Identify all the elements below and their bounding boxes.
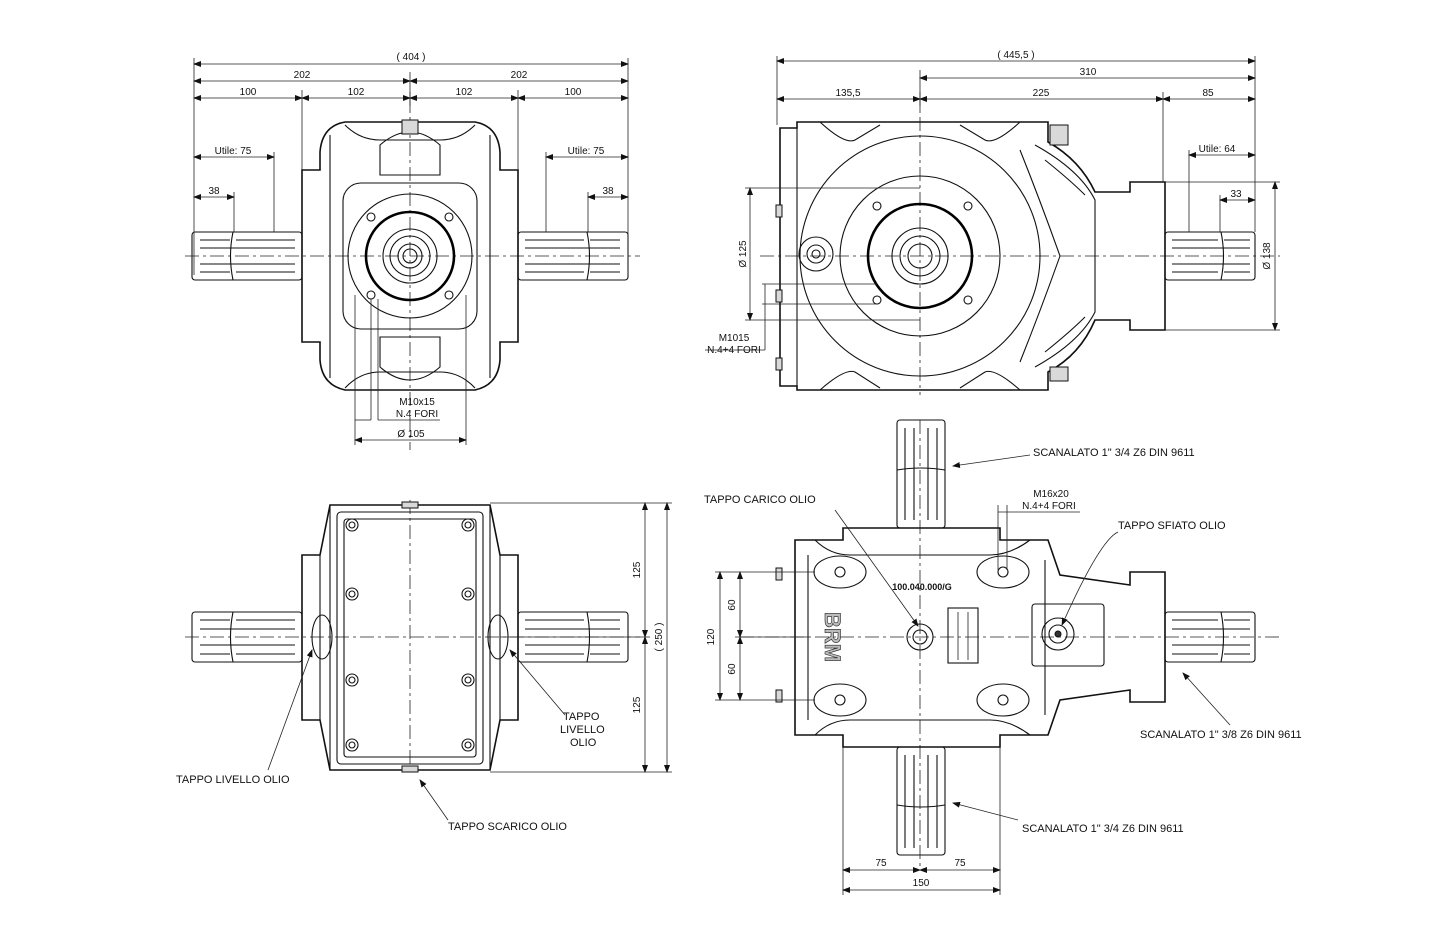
side-view: ( 445,5 ) 310 135,5 225 85 Utile: 64 33 … <box>705 50 1280 395</box>
side-shaft-dim: 85 <box>1202 88 1214 99</box>
front-holes-count: N.4 FORI <box>396 409 438 420</box>
front-overall-dim: ( 404 ) <box>397 52 426 63</box>
front-half-left-dim: 202 <box>294 70 311 81</box>
front-body-right-dim: 102 <box>456 87 473 98</box>
front-view: ( 404 ) 202 202 100 102 102 100 Utile: 7… <box>185 52 640 450</box>
bottom-overall-dim: ( 250 ) <box>654 623 665 652</box>
top-dim-120: 120 <box>706 628 717 645</box>
front-shaft-right-dim: 100 <box>565 87 582 98</box>
top-dim-75-left: 75 <box>875 858 887 869</box>
front-spline-right-dim: 38 <box>602 186 614 197</box>
front-diameter-dim: Ø 105 <box>397 429 425 440</box>
label-spline-bottom: SCANALATO 1" 3/4 Z6 DIN 9611 <box>1022 823 1184 835</box>
top-holes-count: N.4+4 FORI <box>1022 501 1076 512</box>
label-fill-plug: TAPPO CARICO OLIO <box>704 494 816 506</box>
bottom-view: 125 125 ( 250 ) TAPPO LIVELLO OLIO TAPPO… <box>176 500 672 833</box>
label-level-plug-left: TAPPO LIVELLO OLIO <box>176 774 290 786</box>
top-dim-75-right: 75 <box>954 858 966 869</box>
top-dim-60-lower: 60 <box>727 663 738 675</box>
label-drain-plug: TAPPO SCARICO OLIO <box>448 821 567 833</box>
bottom-lower-dim: 125 <box>632 696 643 713</box>
side-dia-flange-dim: Ø 125 <box>738 240 749 268</box>
side-holes-spec: M1015 <box>719 333 750 344</box>
label-level-plug-right-3: OLIO <box>570 737 597 749</box>
front-useful-left-dim: Utile: 75 <box>215 146 252 157</box>
bottom-upper-dim: 125 <box>632 561 643 578</box>
label-level-plug-right-2: LIVELLO <box>560 724 605 736</box>
side-middle-dim: 225 <box>1033 88 1050 99</box>
side-spline-dim: 33 <box>1230 189 1242 200</box>
top-dim-150: 150 <box>913 878 930 889</box>
side-left-dim: 135,5 <box>835 88 860 99</box>
front-spline-left-dim: 38 <box>208 186 220 197</box>
top-holes-spec: M16x20 <box>1033 489 1069 500</box>
top-dim-60-upper: 60 <box>727 599 738 611</box>
top-view: SCANALATO 1" 3/4 Z6 DIN 9611 TAPPO CARIC… <box>704 419 1302 895</box>
side-to-end-dim: 310 <box>1080 67 1097 78</box>
front-shaft-left-dim: 100 <box>240 87 257 98</box>
side-overall-dim: ( 445,5 ) <box>997 50 1034 61</box>
front-holes-spec: M10x15 <box>399 397 435 408</box>
front-half-right-dim: 202 <box>511 70 528 81</box>
label-spline-top: SCANALATO 1" 3/4 Z6 DIN 9611 <box>1033 447 1195 459</box>
brand-logo: BRM <box>820 612 845 662</box>
side-useful-dim: Utile: 64 <box>1199 144 1236 155</box>
label-vent-plug: TAPPO SFIATO OLIO <box>1118 520 1226 532</box>
front-body-left-dim: 102 <box>348 87 365 98</box>
side-holes-count: N.4+4 FORI <box>707 345 761 356</box>
front-useful-right-dim: Utile: 75 <box>568 146 605 157</box>
part-number: 100.040.000/G <box>892 582 952 592</box>
side-dia-shaft-dim: Ø 138 <box>1262 242 1273 270</box>
label-spline-right: SCANALATO 1" 3/8 Z6 DIN 9611 <box>1140 729 1302 741</box>
label-level-plug-right-1: TAPPO <box>563 711 600 723</box>
